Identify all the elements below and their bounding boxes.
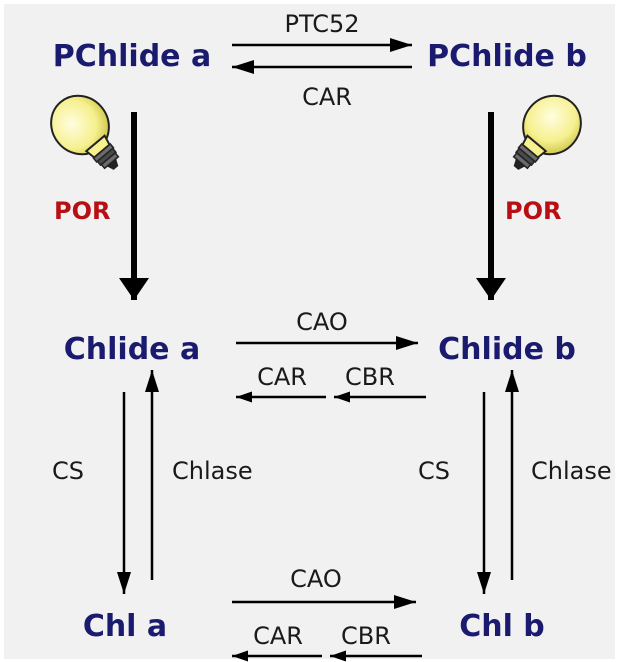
node-pchlide-b: PChlide b xyxy=(427,39,587,74)
label-cs-right: CS xyxy=(418,457,450,485)
label-cao-bottom: CAO xyxy=(290,565,342,593)
label-chlase-right: Chlase xyxy=(531,457,612,485)
label-ptc52: PTC52 xyxy=(284,10,359,38)
label-cbr-mid: CBR xyxy=(345,363,395,391)
label-cao-mid: CAO xyxy=(296,308,348,336)
label-cbr-bottom: CBR xyxy=(341,622,391,650)
node-chl-a: Chl a xyxy=(83,609,167,644)
label-car-bottom: CAR xyxy=(253,622,303,650)
node-chlide-b: Chlide b xyxy=(438,332,576,367)
label-chlase-left: Chlase xyxy=(172,457,253,485)
node-chl-b: Chl b xyxy=(459,609,545,644)
node-chlide-a: Chlide a xyxy=(64,332,200,367)
light-bulb-icon xyxy=(512,94,582,170)
light-bulb-icon xyxy=(50,94,120,170)
node-pchlide-a: PChlide a xyxy=(53,39,211,74)
label-car-top: CAR xyxy=(302,83,352,111)
label-por-right: POR xyxy=(505,197,561,225)
label-por-left: POR xyxy=(54,197,110,225)
label-cs-left: CS xyxy=(52,457,84,485)
label-car-mid: CAR xyxy=(257,363,307,391)
